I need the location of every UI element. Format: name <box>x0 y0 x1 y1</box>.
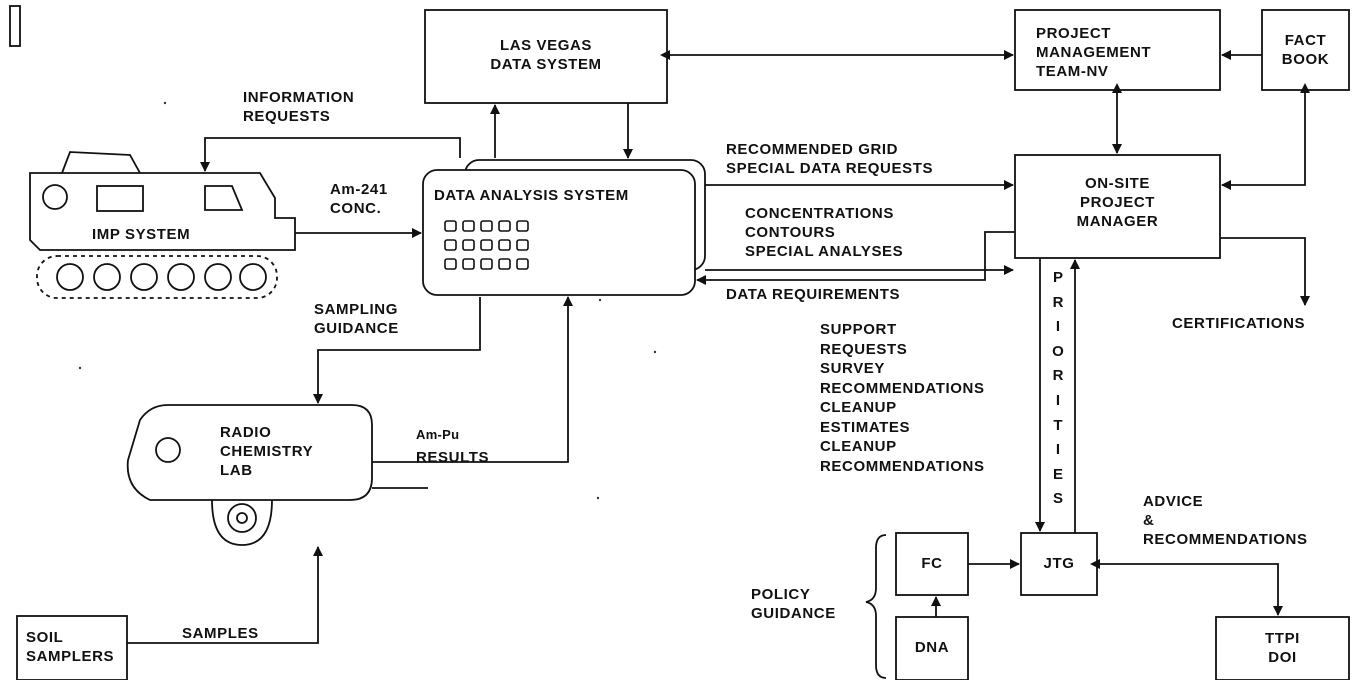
priorities-letter: E <box>1048 463 1068 488</box>
jtg-label: JTG <box>1021 554 1097 573</box>
las-vegas-data-system-label: LAS VEGAS DATA SYSTEM <box>425 36 667 74</box>
dna-label: DNA <box>896 638 968 657</box>
priorities-letter: I <box>1048 389 1068 414</box>
results-label: RESULTS <box>416 448 489 467</box>
data-requirements-label: DATA REQUIREMENTS <box>726 285 900 304</box>
policy-guidance-label: POLICY GUIDANCE <box>751 585 836 623</box>
recommended-grid-label: RECOMMENDED GRID SPECIAL DATA REQUESTS <box>726 140 933 178</box>
fact-book-label: FACT BOOK <box>1262 31 1349 69</box>
priorities-letter: I <box>1048 438 1068 463</box>
priorities-letter: I <box>1048 315 1068 340</box>
information-requests-label: INFORMATION REQUESTS <box>243 88 354 126</box>
factbook-onsite-link <box>1222 92 1305 185</box>
priorities-letter: S <box>1048 487 1068 512</box>
imp-system-label: IMP SYSTEM <box>92 225 190 244</box>
concentrations-label: CONCENTRATIONS CONTOURS SPECIAL ANALYSES <box>745 204 903 261</box>
certifications-label: CERTIFICATIONS <box>1172 314 1305 333</box>
sampling-guidance-label: SAMPLING GUIDANCE <box>314 300 399 338</box>
am-pu-label: Am-Pu <box>416 425 459 444</box>
results-link <box>372 297 568 462</box>
priorities-letter: T <box>1048 414 1068 439</box>
radio-chemistry-lab-label: RADIO CHEMISTRY LAB <box>220 423 313 480</box>
certifications-link <box>1220 238 1305 305</box>
soil-samplers-label: SOIL SAMPLERS <box>26 628 114 666</box>
am241-conc-label: Am-241 CONC. <box>330 180 388 218</box>
on-site-project-manager-label: ON-SITE PROJECT MANAGER <box>1015 174 1220 231</box>
priorities-letter: R <box>1048 291 1068 316</box>
support-requests-label: SUPPORT REQUESTS SURVEY RECOMMENDATIONS … <box>820 320 985 476</box>
ttpi-doi-label: TTPI DOI <box>1216 629 1349 667</box>
priorities-letter: P <box>1048 266 1068 291</box>
info-requests-link <box>205 138 460 171</box>
data-analysis-system-label: DATA ANALYSIS SYSTEM <box>434 186 629 205</box>
edge-marker <box>10 6 20 46</box>
priorities-letter: O <box>1048 340 1068 365</box>
priorities-vertical-label: P R I O R I T I E S <box>1048 266 1068 512</box>
project-management-team-label: PROJECT MANAGEMENT TEAM-NV <box>1036 24 1151 81</box>
samples-label: SAMPLES <box>182 624 259 643</box>
fc-label: FC <box>896 554 968 573</box>
priorities-letter: R <box>1048 364 1068 389</box>
jtg-ttpi-link <box>1099 564 1278 615</box>
advice-recommendations-label: ADVICE & RECOMMENDATIONS <box>1143 492 1308 549</box>
policy-brace <box>866 535 886 678</box>
